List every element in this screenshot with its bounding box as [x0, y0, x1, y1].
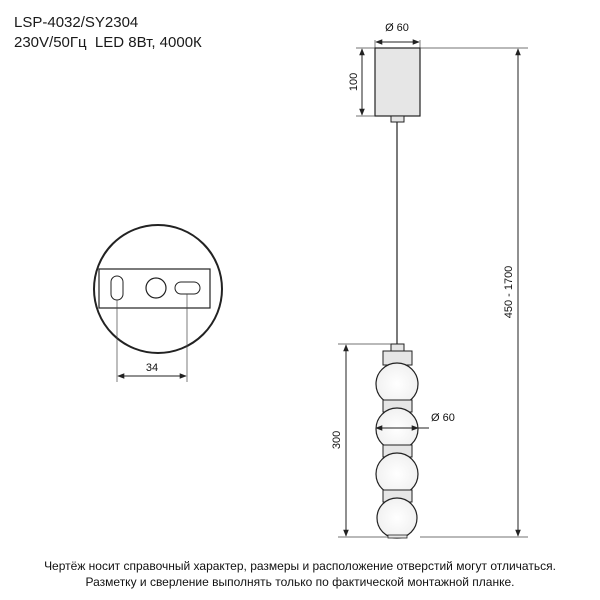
shade-height-dimension: 300 — [331, 343, 391, 538]
glass-ball-1 — [375, 362, 419, 406]
disclaimer-line-1: Чертёж носит справочный характер, размер… — [44, 559, 556, 573]
glass-ball-4 — [376, 497, 418, 539]
model-title: LSP-4032/SY2304 — [14, 14, 139, 31]
shade-diameter-label: Ø 60 — [431, 412, 455, 424]
electrical-specs: 230V/50Гц LED 8Вт, 4000К — [14, 34, 202, 51]
pendant-bottom-cap — [387, 534, 408, 539]
canopy-height-label: 100 — [348, 73, 360, 91]
plate-slot-right — [174, 281, 201, 295]
mounting-plate-detail: 34 — [93, 224, 223, 382]
glass-ball-3 — [375, 452, 419, 496]
pendant-shade — [375, 343, 419, 539]
disclaimer-line-2: Разметку и сверление выполнять только по… — [85, 575, 515, 589]
plate-center-hole — [145, 277, 167, 299]
glass-ball-2 — [375, 407, 419, 451]
shade-diameter-dimension: Ø 60 — [375, 412, 455, 431]
overall-height-label: 450 - 1700 — [503, 266, 515, 319]
shade-height-label: 300 — [331, 431, 343, 449]
cable-clamp — [390, 115, 405, 123]
canopy-body — [374, 47, 421, 117]
plate-width-label: 34 — [146, 362, 158, 374]
canopy-diameter-label: Ø 60 — [385, 22, 409, 34]
plate-slot-left — [110, 275, 124, 301]
overall-height-dimension: 450 - 1700 — [420, 47, 528, 538]
canopy: Ø 60 100 — [348, 22, 421, 123]
